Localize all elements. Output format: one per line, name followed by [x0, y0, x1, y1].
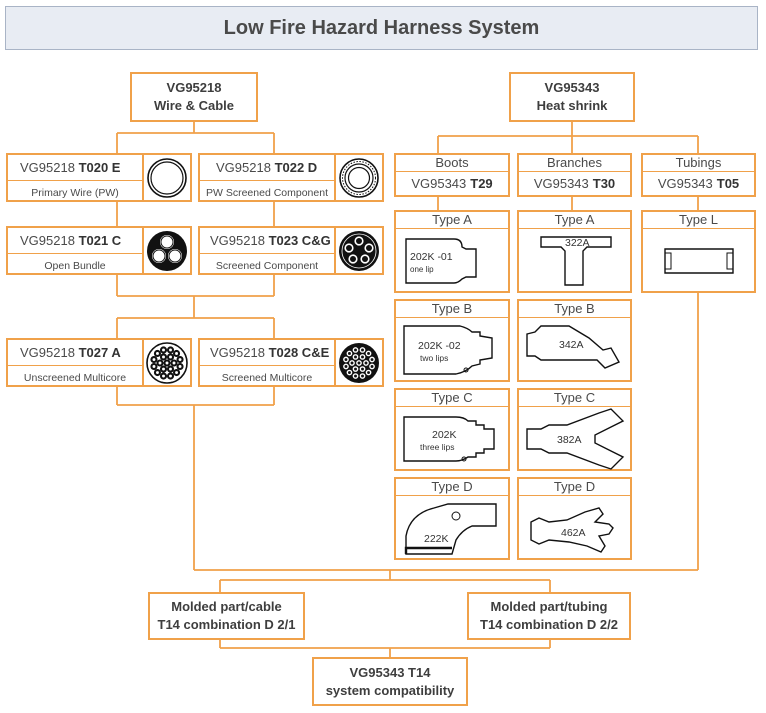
- heat-shrink-code: VG95343: [544, 80, 600, 95]
- branch-type-a: Type A 322A: [517, 210, 632, 293]
- molded-line2: T14 combination D 2/2: [480, 617, 618, 632]
- category-name: Branches: [519, 155, 630, 172]
- branch-part: 342A: [559, 339, 584, 351]
- wire-item-desc: Screened Multicore: [221, 372, 313, 384]
- system-compatibility: VG95343 T14 system compatibility: [312, 657, 468, 706]
- boot-type-b: Type B 202K -02 two lips: [394, 299, 510, 382]
- type-label: Type B: [396, 301, 508, 318]
- branch-type-d-drawing: 462A: [530, 507, 614, 553]
- compat-line1: VG95343 T14: [349, 664, 431, 680]
- heat-shrink-name: Heat shrink: [536, 98, 608, 113]
- boot-part: 202K -01: [410, 251, 453, 263]
- three-core-bundle-icon: [142, 226, 192, 275]
- wire-item-desc: Open Bundle: [44, 260, 106, 272]
- branch-type-b-drawing: 342A: [526, 325, 620, 369]
- type-label: Type L: [643, 212, 754, 229]
- boot-part: 202K: [432, 429, 457, 441]
- heat-shrink-header: VG95343 Heat shrink: [509, 72, 635, 122]
- tubing-type-l-drawing: [664, 248, 734, 274]
- branch-type-d: Type D 462A: [517, 477, 632, 560]
- tubing-type-l: Type L: [641, 210, 756, 293]
- type-label: Type A: [519, 212, 630, 229]
- boot-note: two lips: [420, 353, 448, 363]
- boot-type-d: Type D 222K: [394, 477, 510, 560]
- boot-type-c: Type C 202K three lips: [394, 388, 510, 471]
- wire-item-title: VG95218 T021 C: [8, 228, 142, 254]
- type-label: Type D: [519, 479, 630, 496]
- molded-part-cable: Molded part/cable T14 combination D 2/1: [148, 592, 305, 640]
- screened-multicore-icon: [334, 338, 384, 387]
- branch-part: 382A: [557, 434, 582, 446]
- wire-item-desc: Screened Component: [215, 260, 319, 272]
- unscreened-multicore-icon: [142, 338, 192, 387]
- branch-part: 462A: [561, 527, 586, 539]
- molded-line1: Molded part/cable: [171, 599, 282, 614]
- boot-type-b-drawing: 202K -02 two lips: [403, 325, 493, 375]
- wire-item-title: VG95218 T022 D: [200, 155, 334, 181]
- molded-part-tubing: Molded part/tubing T14 combination D 2/2: [467, 592, 631, 640]
- boot-type-c-drawing: 202K three lips: [403, 416, 495, 462]
- wire-item-title: VG95218 T028 C&E: [200, 340, 334, 366]
- screened-wire-icon: [334, 153, 384, 202]
- type-label: Type A: [396, 212, 508, 229]
- wire-item-desc: PW Screened Component: [206, 187, 328, 199]
- type-label: Type B: [519, 301, 630, 318]
- wire-item-t022d: VG95218 T022 D PW Screened Component: [198, 153, 336, 202]
- boot-type-a-drawing: 202K -01 one lip: [405, 238, 477, 284]
- category-name: Tubings: [643, 155, 754, 172]
- boot-note: one lip: [410, 265, 434, 274]
- compat-line2: system compatibility: [325, 682, 455, 698]
- category-name: Boots: [396, 155, 508, 172]
- molded-line2: T14 combination D 2/1: [157, 617, 296, 632]
- branch-type-b: Type B 342A: [517, 299, 632, 382]
- wire-item-t023cg: VG95218 T023 C&G Screened Component: [198, 226, 336, 275]
- branch-part: 322A: [565, 237, 590, 249]
- boot-note: three lips: [420, 442, 455, 452]
- wire-item-title: VG95218 T027 A: [8, 340, 142, 366]
- type-label: Type C: [396, 390, 508, 407]
- branch-type-c-drawing: 382A: [526, 408, 625, 470]
- branch-type-a-drawing: 322A: [540, 236, 612, 286]
- screened-multi-core-icon: [334, 226, 384, 275]
- boot-part: 202K -02: [418, 340, 461, 352]
- type-label: Type D: [396, 479, 508, 496]
- wire-cable-code: VG95218: [166, 80, 222, 95]
- wire-item-desc: Primary Wire (PW): [31, 187, 119, 199]
- wire-item-t020e: VG95218 T020 E Primary Wire (PW): [6, 153, 144, 202]
- wire-item-t021c: VG95218 T021 C Open Bundle: [6, 226, 144, 275]
- wire-item-title: VG95218 T023 C&G: [200, 228, 334, 254]
- wire-cable-header: VG95218 Wire & Cable: [130, 72, 258, 122]
- boot-type-a: Type A 202K -01 one lip: [394, 210, 510, 293]
- type-label: Type C: [519, 390, 630, 407]
- single-wire-icon: [142, 153, 192, 202]
- wire-item-desc: Unscreened Multicore: [23, 372, 127, 384]
- molded-line1: Molded part/tubing: [490, 599, 608, 614]
- branch-type-c: Type C 382A: [517, 388, 632, 471]
- wire-item-t028ce: VG95218 T028 C&E Screened Multicore: [198, 338, 336, 387]
- wire-cable-name: Wire & Cable: [153, 98, 235, 113]
- boot-type-d-drawing: 222K: [404, 503, 497, 555]
- diagram-title: Low Fire Hazard Harness System: [5, 6, 758, 50]
- boot-part: 222K: [424, 533, 449, 545]
- wire-item-title: VG95218 T020 E: [8, 155, 142, 181]
- wire-item-t027a: VG95218 T027 A Unscreened Multicore: [6, 338, 144, 387]
